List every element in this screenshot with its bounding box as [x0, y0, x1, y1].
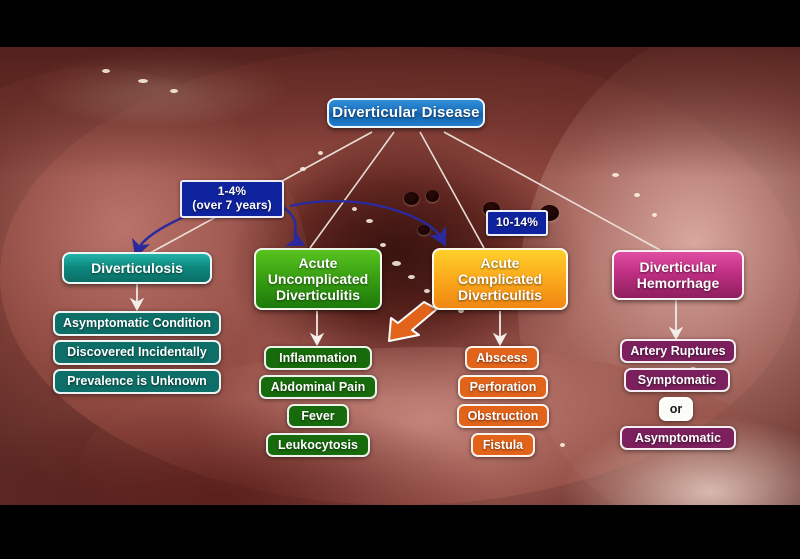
branch-stem-arrows: [129, 284, 684, 347]
diverticulum-opening: [418, 225, 430, 235]
percentage-badge-complicated: 10-14%: [486, 210, 548, 236]
leaf-label: Perforation: [469, 379, 537, 394]
leaf-abdominal-pain[interactable]: Abdominal Pain: [259, 375, 377, 399]
leaf-abscess[interactable]: Abscess: [465, 346, 539, 370]
root-node-label: Diverticular Disease: [332, 104, 480, 122]
category-node-acute-uncomplicated-diverticulitis[interactable]: Acute Uncomplicated Diverticulitis: [254, 248, 382, 310]
category-node-acute-complicated-diverticulitis[interactable]: Acute Complicated Diverticulitis: [432, 248, 568, 310]
category-label-line-1: Diverticular: [639, 258, 717, 275]
leaf-label: Inflammation: [279, 350, 357, 365]
percentage-value: 10-14%: [496, 215, 538, 230]
leaf-label: Leukocytosis: [278, 437, 358, 452]
percentage-value: 1-4%: [217, 184, 247, 199]
progression-emphasis-arrow: [388, 301, 438, 342]
leaf-label: Symptomatic: [637, 372, 717, 387]
leaf-fistula[interactable]: Fistula: [471, 433, 535, 457]
diverticulum-opening: [426, 190, 439, 202]
leaf-label: Obstruction: [467, 408, 539, 423]
leaf-label: Discovered Incidentally: [67, 345, 207, 360]
leaf-perforation[interactable]: Perforation: [458, 375, 548, 399]
root-node-diverticular-disease[interactable]: Diverticular Disease: [327, 98, 485, 128]
leaf-label: Prevalence is Unknown: [67, 374, 207, 389]
diverticulum-opening: [404, 192, 419, 205]
category-label-line-1: Acute: [480, 254, 520, 271]
category-label-line-3: Diverticulitis: [275, 287, 361, 304]
arrow-to-uncomplicated: [282, 206, 306, 247]
leaf-asymptomatic-condition[interactable]: Asymptomatic Condition: [53, 311, 221, 336]
leaf-label: Asymptomatic: [634, 430, 722, 445]
progression-arrows: [131, 199, 447, 258]
leaf-artery-ruptures[interactable]: Artery Ruptures: [620, 339, 736, 363]
leaf-or-connector: or: [659, 397, 693, 421]
category-label-line-2: Complicated: [457, 270, 542, 287]
leaf-prevalence-is-unknown[interactable]: Prevalence is Unknown: [53, 369, 221, 394]
leaf-obstruction[interactable]: Obstruction: [457, 404, 549, 428]
leaf-label: Artery Ruptures: [630, 343, 726, 358]
leaf-label: Fever: [301, 408, 335, 423]
category-node-diverticular-hemorrhage[interactable]: Diverticular Hemorrhage: [612, 250, 744, 300]
arrow-to-diverticulosis: [131, 214, 187, 258]
percentage-period: (over 7 years): [192, 198, 272, 212]
leaf-leukocytosis[interactable]: Leukocytosis: [266, 433, 370, 457]
category-node-diverticulosis[interactable]: Diverticulosis: [62, 252, 212, 284]
category-label-line-2: Hemorrhage: [636, 275, 720, 291]
category-label-line-1: Acute: [298, 254, 338, 271]
leaf-discovered-incidentally[interactable]: Discovered Incidentally: [53, 340, 221, 365]
leaf-label: or: [669, 401, 683, 416]
leaf-label: Abscess: [476, 350, 528, 365]
leaf-label: Fistula: [482, 437, 524, 452]
leaf-asymptomatic[interactable]: Asymptomatic: [620, 426, 736, 450]
leaf-label: Asymptomatic Condition: [63, 316, 211, 331]
percentage-badge-uncomplicated: 1-4% (over 7 years): [180, 180, 284, 218]
arrow-uncomplicated-span: [289, 199, 447, 247]
category-label-line-2: Uncomplicated: [267, 270, 369, 287]
leaf-symptomatic[interactable]: Symptomatic: [624, 368, 730, 392]
leaf-fever[interactable]: Fever: [287, 404, 349, 428]
category-label: Diverticulosis: [91, 259, 183, 276]
leaf-label: Abdominal Pain: [270, 379, 366, 394]
category-label-line-3: Diverticulitis: [457, 287, 543, 304]
leaf-inflammation[interactable]: Inflammation: [264, 346, 372, 370]
